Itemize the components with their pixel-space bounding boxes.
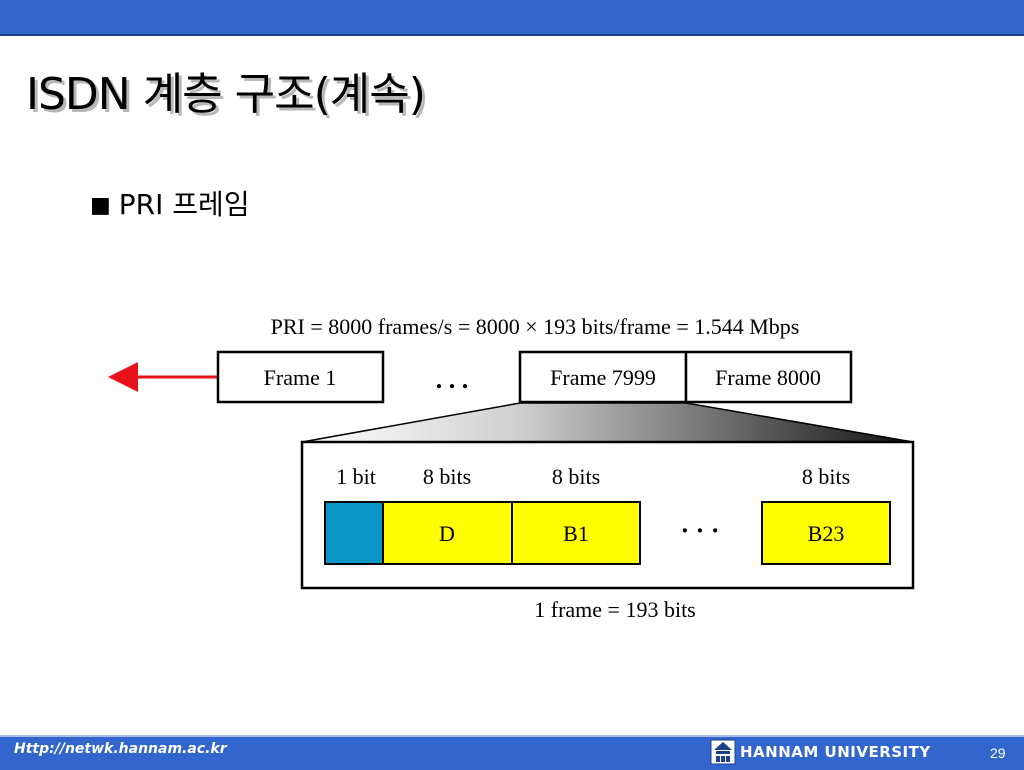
b1-channel-size-label: 8 bits [552,464,600,489]
bullet-item: ■ PRI 프레임 [90,183,250,223]
transmission-arrow-icon [108,362,218,392]
b23-channel-field [761,501,891,565]
footer-banner [0,735,1024,770]
channels-ellipsis: · · · [680,516,719,545]
frame-1-box [216,350,385,404]
frame-8000-box [684,350,853,404]
frame-7999-label: Frame 7999 [550,365,656,390]
frame-1-label: Frame 1 [264,365,337,390]
square-bullet-icon: ■ [90,193,111,218]
b1-channel-label: B1 [563,521,589,546]
frames-ellipsis: . . . [436,365,469,394]
d-channel-size-label: 8 bits [423,464,471,489]
b23-channel-size-label: 8 bits [802,464,850,489]
b23-channel-label: B23 [808,521,845,546]
pri-rate-formula: PRI = 8000 frames/s = 8000 × 193 bits/fr… [271,314,800,339]
b1-channel-field [511,501,641,565]
page-number: 29 [990,745,1006,761]
frame-7999-box [518,350,688,404]
frame-length-label: 1 frame = 193 bits [534,597,696,622]
bullet-text: PRI 프레임 [118,188,250,221]
frame-8000-label: Frame 8000 [715,365,821,390]
framing-bit-field [324,501,384,565]
d-channel-field [382,501,513,565]
footer-url[interactable]: Http://netwk.hannam.ac.kr [14,741,227,757]
slide-title: ISDN 계층 구조(계속) [26,69,426,120]
framing-bit-size-label: 1 bit [336,464,376,489]
hannam-emblem-icon [710,739,736,765]
top-banner [0,0,1024,36]
d-channel-label: D [439,521,455,546]
footer-university-name: HANNAM UNIVERSITY [740,743,931,761]
zoom-projection [301,402,914,443]
